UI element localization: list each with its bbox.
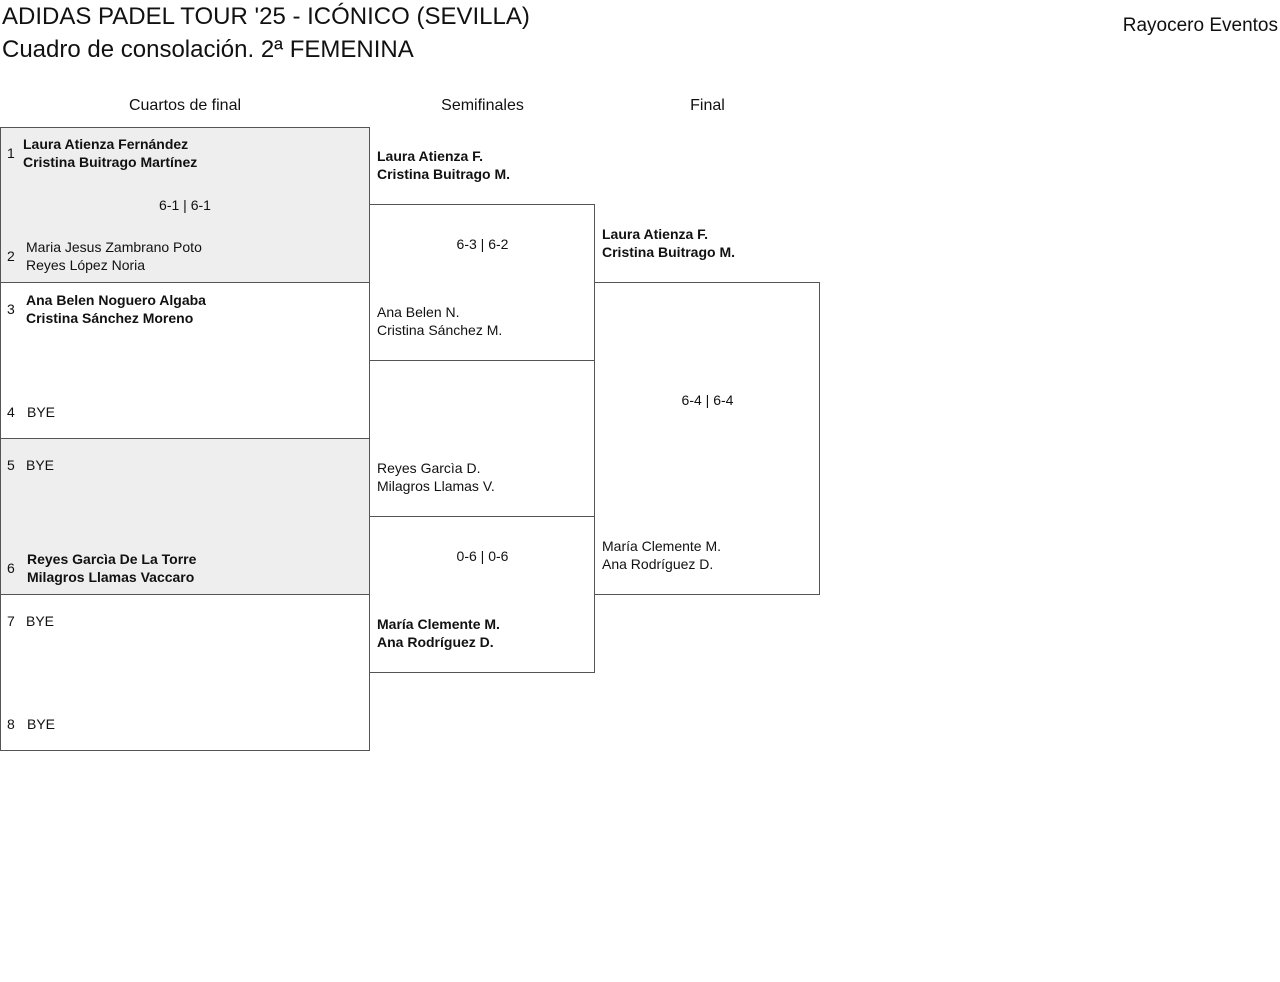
quarterfinal-1-top-pair: Laura Atienza Fernández Cristina Buitrag… (23, 135, 197, 171)
player-name: María Clemente M. (377, 616, 500, 632)
player-name: Milagros Llamas Vaccaro (27, 569, 195, 585)
quarterfinal-1-bottom-pair: Maria Jesus Zambrano Poto Reyes López No… (26, 238, 202, 274)
quarterfinal-2-bottom-pair: BYE (27, 403, 55, 421)
round-header-final: Final (690, 97, 725, 114)
quarterfinal-match-3 (0, 438, 370, 595)
semifinal-2-bottom-pair: María Clemente M. Ana Rodríguez D. (377, 615, 500, 651)
player-name: Ana Rodríguez D. (602, 556, 714, 572)
player-name: María Clemente M. (602, 538, 722, 554)
player-name: Cristina Sánchez M. (377, 322, 503, 338)
player-name: Maria Jesus Zambrano Poto (26, 239, 202, 255)
draw-subtitle: Cuadro de consolación. 2ª FEMENINA (2, 36, 414, 63)
seed-number: 7 (7, 613, 15, 629)
final-match (594, 282, 820, 595)
final-bottom-pair: María Clemente M. Ana Rodríguez D. (602, 537, 721, 573)
quarterfinal-match-1 (0, 127, 370, 283)
quarterfinal-2-top-pair: Ana Belen Noguero Algaba Cristina Sánche… (26, 291, 206, 327)
player-name: Laura Atienza F. (377, 148, 484, 164)
quarterfinal-1-score: 6-1 | 6-1 (159, 197, 211, 213)
player-name: Ana Rodríguez D. (377, 634, 494, 650)
seed-number: 5 (7, 457, 15, 473)
round-header-quarterfinals: Cuartos de final (128, 97, 242, 114)
final-top-pair: Laura Atienza F. Cristina Buitrago M. (602, 225, 735, 261)
player-name: BYE (27, 404, 56, 420)
seed-number: 8 (7, 716, 15, 732)
player-name: Ana Belen Noguero Algaba (26, 292, 206, 308)
player-name: Milagros Llamas V. (377, 478, 495, 494)
quarterfinal-3-bottom-pair: Reyes Garcìa De La Torre Milagros Llamas… (27, 550, 196, 586)
player-name: Reyes López Noria (26, 257, 146, 273)
player-name: Cristina Buitrago M. (377, 166, 511, 182)
quarterfinal-match-4 (0, 594, 370, 751)
round-header-semifinals: Semifinales (441, 97, 524, 114)
player-name: Reyes Garcìa D. (377, 460, 481, 476)
player-name: Laura Atienza F. (602, 226, 709, 242)
final-score: 6-4 | 6-4 (681, 392, 734, 408)
tournament-title: ADIDAS PADEL TOUR '25 - ICÓNICO (SEVILLA… (2, 3, 530, 30)
quarterfinal-3-top-pair: BYE (26, 456, 54, 474)
player-name: BYE (26, 457, 55, 473)
semifinal-1-top-pair: Laura Atienza F. Cristina Buitrago M. (377, 147, 510, 183)
player-name: Cristina Buitrago Martínez (23, 154, 198, 170)
semifinal-1-score: 6-3 | 6-2 (456, 236, 509, 252)
player-name: BYE (27, 716, 56, 732)
quarterfinal-4-bottom-pair: BYE (27, 715, 55, 733)
player-name: Reyes Garcìa De La Torre (27, 551, 197, 567)
seed-number: 1 (7, 145, 15, 161)
seed-number: 4 (7, 404, 15, 420)
player-name: Ana Belen N. (377, 304, 460, 320)
seed-number: 2 (7, 248, 15, 264)
player-name: BYE (26, 613, 55, 629)
semifinal-2-top-pair: Reyes Garcìa D. Milagros Llamas V. (377, 459, 495, 495)
organizer-name: Rayocero Eventos (1122, 15, 1278, 36)
player-name: Cristina Sánchez Moreno (26, 310, 194, 326)
seed-number: 6 (7, 560, 15, 576)
player-name: Laura Atienza Fernández (23, 136, 189, 152)
quarterfinal-4-top-pair: BYE (26, 612, 54, 630)
semifinal-1-bottom-pair: Ana Belen N. Cristina Sánchez M. (377, 303, 502, 339)
seed-number: 3 (7, 301, 15, 317)
player-name: Cristina Buitrago M. (602, 244, 736, 260)
semifinal-2-score: 0-6 | 0-6 (456, 548, 509, 564)
